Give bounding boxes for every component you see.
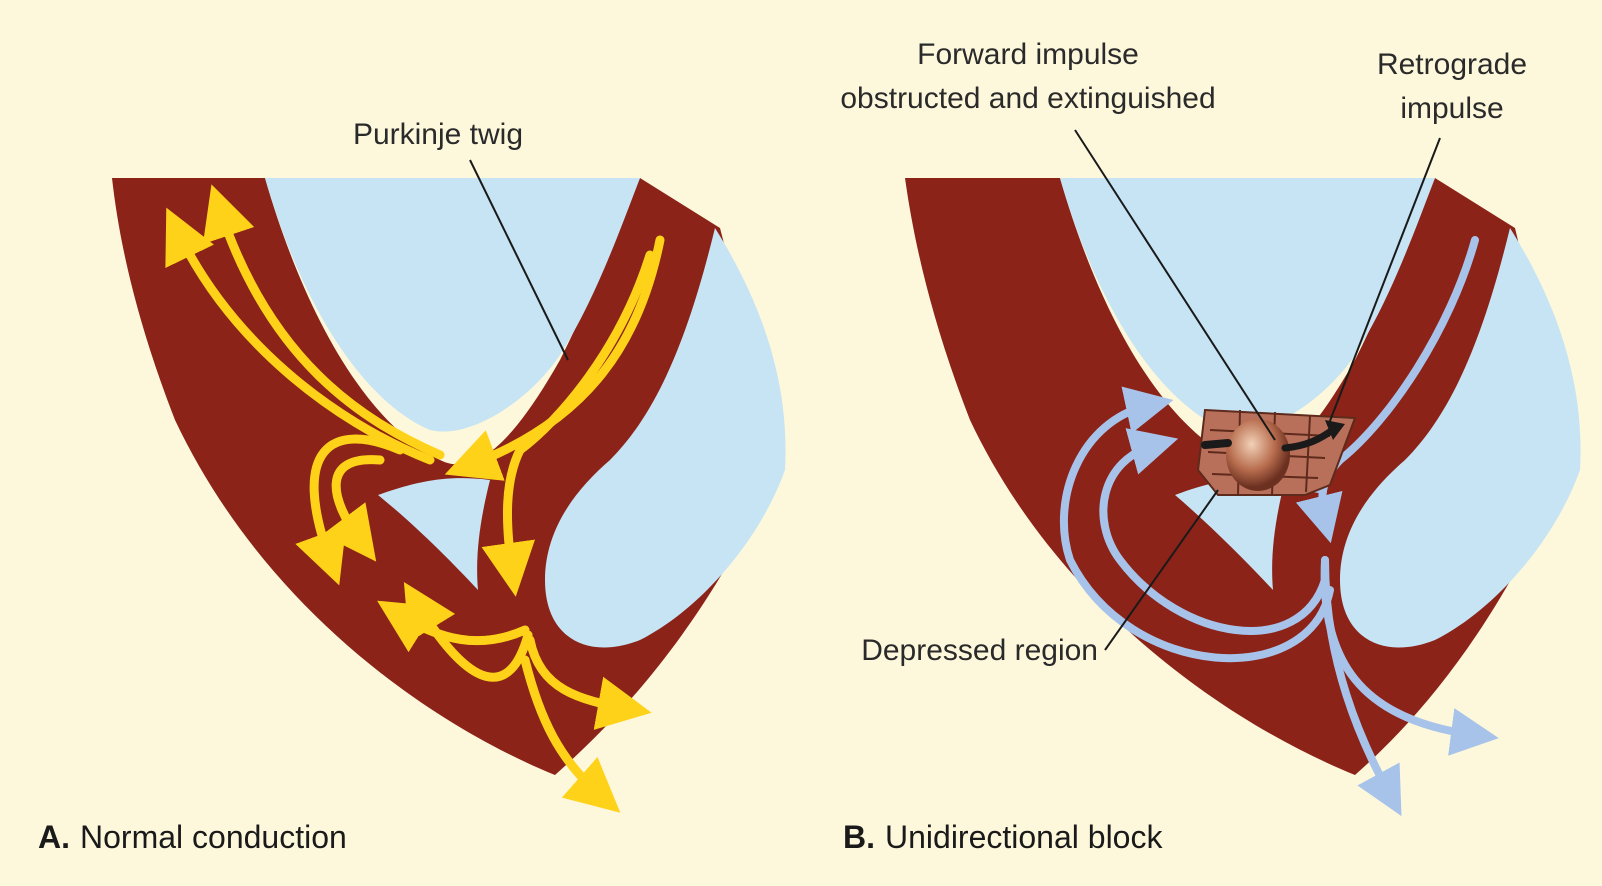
retrograde-impulse-label-1: Retrograde — [1377, 48, 1527, 81]
purkinje-twig-label: Purkinje twig — [353, 118, 523, 151]
caption-b-letter: B. — [843, 819, 875, 855]
retrograde-impulse-label-2: impulse — [1400, 92, 1503, 125]
depressed-region-ball — [1226, 419, 1290, 491]
caption-b-text: Unidirectional block — [885, 819, 1163, 855]
caption-a-text: Normal conduction — [80, 819, 347, 855]
panel-b: Forward impulse obstructed and extinguis… — [840, 38, 1580, 855]
depressed-region-label: Depressed region — [861, 634, 1098, 667]
depressed-region — [1198, 410, 1355, 495]
forward-impulse-label-2: obstructed and extinguished — [840, 82, 1215, 115]
forward-impulse-label-1: Forward impulse — [917, 38, 1139, 71]
panel-a: Purkinje twig A. Normal conduction — [38, 118, 786, 855]
caption-a-letter: A. — [38, 819, 70, 855]
